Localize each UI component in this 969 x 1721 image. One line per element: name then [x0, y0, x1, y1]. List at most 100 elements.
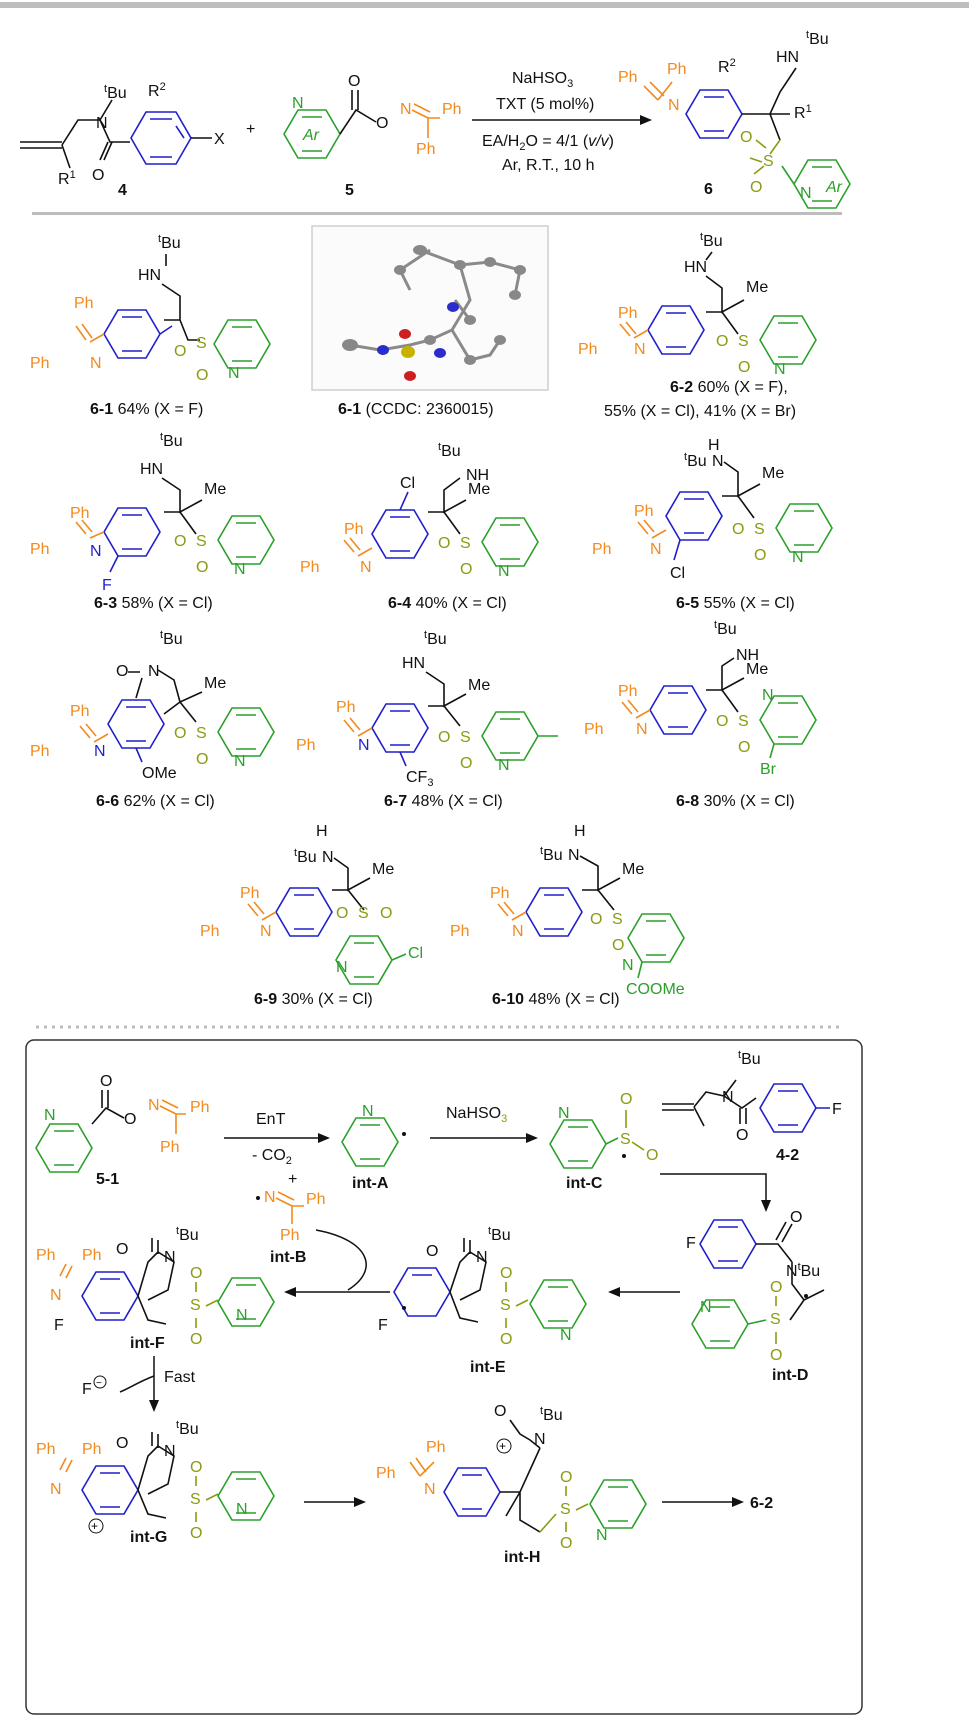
- ph-label: Ph: [667, 61, 687, 78]
- sulfonyl-o-label: O: [460, 755, 472, 772]
- svg-text:R2: R2: [148, 81, 166, 100]
- sulfonyl-o-label: O: [750, 179, 762, 196]
- ph-label: Ph: [578, 341, 598, 358]
- sulfur-label: S: [460, 535, 471, 552]
- svg-text:tBu: tBu: [438, 441, 461, 460]
- ph-label: Ph: [200, 923, 220, 940]
- caption-6-1-text: 64% (X = F): [113, 401, 203, 418]
- sulfur-label: S: [738, 713, 749, 730]
- n-label: N: [568, 847, 580, 864]
- imine-n-label: N: [90, 355, 102, 372]
- ph-label: Ph: [450, 923, 470, 940]
- ph-label: Ph: [634, 503, 654, 520]
- int-h-structure: Ph Ph N O + N tBu S O O N int-H: [376, 1403, 647, 1566]
- caption-6-2-text: 60% (X = F),: [693, 379, 788, 396]
- sulfonyl-o-label: O: [738, 359, 750, 376]
- substrate-5-structure: N Ar O O N Ph Ph 5: [283, 73, 462, 199]
- int-b-n-label: N: [264, 1189, 276, 1206]
- sulfonyl-o-label: O: [196, 559, 208, 576]
- chloro-label: Cl: [408, 945, 423, 962]
- caption-6-5-id: 6-5: [676, 595, 699, 612]
- ph-label: Ph: [30, 355, 50, 372]
- co2-sub: 2: [286, 1155, 292, 1167]
- sulfonyl-o-label: O: [190, 1331, 202, 1348]
- sulfur-label: S: [460, 729, 471, 746]
- methoxy-label: OMe: [142, 765, 177, 782]
- start-5-1-label: 5-1: [96, 1171, 119, 1188]
- t-label: t: [684, 451, 687, 463]
- caption-6-6-id: 6-6: [96, 793, 119, 810]
- minus-charge: −: [96, 1378, 102, 1389]
- sulfonyl-o-label: O: [716, 333, 728, 350]
- pyridine-n-label: N: [362, 1103, 374, 1120]
- me-label: Me: [204, 481, 226, 498]
- caption-6-1-ccdc-id: 6-1: [338, 401, 361, 418]
- pyridine-n-label: N: [700, 1299, 712, 1316]
- lactam-n-label: N: [476, 1249, 488, 1266]
- tbu-label: Bu: [809, 31, 829, 48]
- product-6-3-structure: tBu HN Me F Ph Ph N S O O N: [30, 431, 275, 594]
- caption-6-7-text: 48% (X = Cl): [407, 793, 503, 810]
- me-label: Me: [204, 675, 226, 692]
- ester-o-label: O: [124, 1111, 136, 1128]
- ester-o-label: O: [376, 115, 388, 132]
- cf3-sub: 3: [427, 777, 433, 789]
- svg-text:tBu: tBu: [488, 1225, 511, 1244]
- sulfonyl-o-label: O: [770, 1347, 782, 1364]
- ph-label: Ph: [618, 69, 638, 86]
- sulfonyl-o-label: O: [770, 1279, 782, 1296]
- imine-n-label: N: [94, 743, 106, 760]
- imine-n-label: N: [90, 543, 102, 560]
- sulfonyl-o-label: O: [196, 751, 208, 768]
- int-g-structure: Ph Ph N + O N tBu S O O N int-G: [36, 1419, 275, 1546]
- compound-4-label: 4: [118, 182, 127, 199]
- fluoro-label: F: [54, 1317, 64, 1334]
- ph-label: Ph: [416, 141, 436, 158]
- pyridine-n-label: N: [762, 687, 774, 704]
- tbu-label: Bu: [163, 433, 183, 450]
- tbu-label: Bu: [703, 233, 723, 250]
- imine-n-label: N: [260, 923, 272, 940]
- product-6-8-structure: tBu NH Me Ph Ph N S O O N Br: [584, 619, 817, 778]
- svg-text:tBu: tBu: [806, 29, 829, 48]
- imine-n-label: N: [636, 721, 648, 738]
- sulfonyl-o-label: O: [612, 937, 624, 954]
- mechanism-panel: N O O N Ph Ph 5-1 EnT - CO2 + N int-A N: [25, 1039, 863, 1715]
- tbu-label: Bu: [543, 847, 563, 864]
- solvent-end: ): [609, 133, 614, 150]
- ph-label: Ph: [426, 1439, 446, 1456]
- amide-n-label: N: [722, 1089, 734, 1106]
- fluoro-label: F: [378, 1317, 388, 1334]
- solvent-italic: v/v: [588, 133, 609, 150]
- pyridine-n-label: N: [558, 1105, 570, 1122]
- tbu-label: Bu: [107, 85, 127, 102]
- ph-label: Ph: [36, 1441, 56, 1458]
- caption-6-7-id: 6-7: [384, 793, 407, 810]
- x-label: X: [214, 131, 225, 148]
- ph-label: Ph: [592, 541, 612, 558]
- t-label: t: [700, 231, 703, 243]
- sulfur-label: S: [560, 1501, 571, 1518]
- svg-text:R2: R2: [718, 57, 736, 76]
- cf3-label: CF3: [406, 769, 433, 789]
- int-c-label: int-C: [566, 1175, 603, 1192]
- sulfonyl-o-label: O: [560, 1535, 572, 1552]
- lactam-o-label: O: [116, 663, 128, 680]
- ph-label: Ph: [30, 743, 50, 760]
- r1-sup: 1: [806, 103, 812, 115]
- svg-text:tBu: tBu: [700, 231, 723, 250]
- imine-n-label: N: [634, 341, 646, 358]
- start-5-1-structure: N O O N Ph Ph 5-1: [35, 1073, 210, 1188]
- isocyanate-o-label: O: [494, 1403, 506, 1420]
- plus-charge: +: [499, 1439, 506, 1453]
- r1-sup: 1: [70, 169, 76, 181]
- t-label: t: [176, 1225, 179, 1237]
- amide-n-label: N: [786, 1263, 798, 1280]
- sulfur-label: S: [196, 533, 207, 550]
- svg-text:tBu: tBu: [738, 1049, 761, 1068]
- svg-text:EA/H2O = 4/1 (v/v): EA/H2O = 4/1 (v/v): [482, 133, 614, 153]
- pyridine-n-label: N: [560, 1327, 572, 1344]
- r2-sup: 2: [730, 57, 736, 69]
- ar-label: Ar: [302, 127, 320, 144]
- caption-6-9-id: 6-9: [254, 991, 277, 1008]
